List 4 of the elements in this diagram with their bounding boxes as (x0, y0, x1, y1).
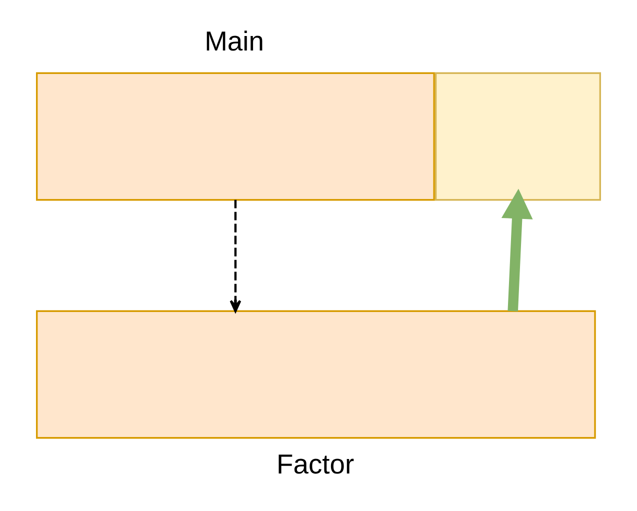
node-label: Main (204, 26, 264, 57)
arrow (501, 188, 533, 312)
node-label: Factor (276, 448, 354, 480)
arrow (230, 200, 242, 312)
